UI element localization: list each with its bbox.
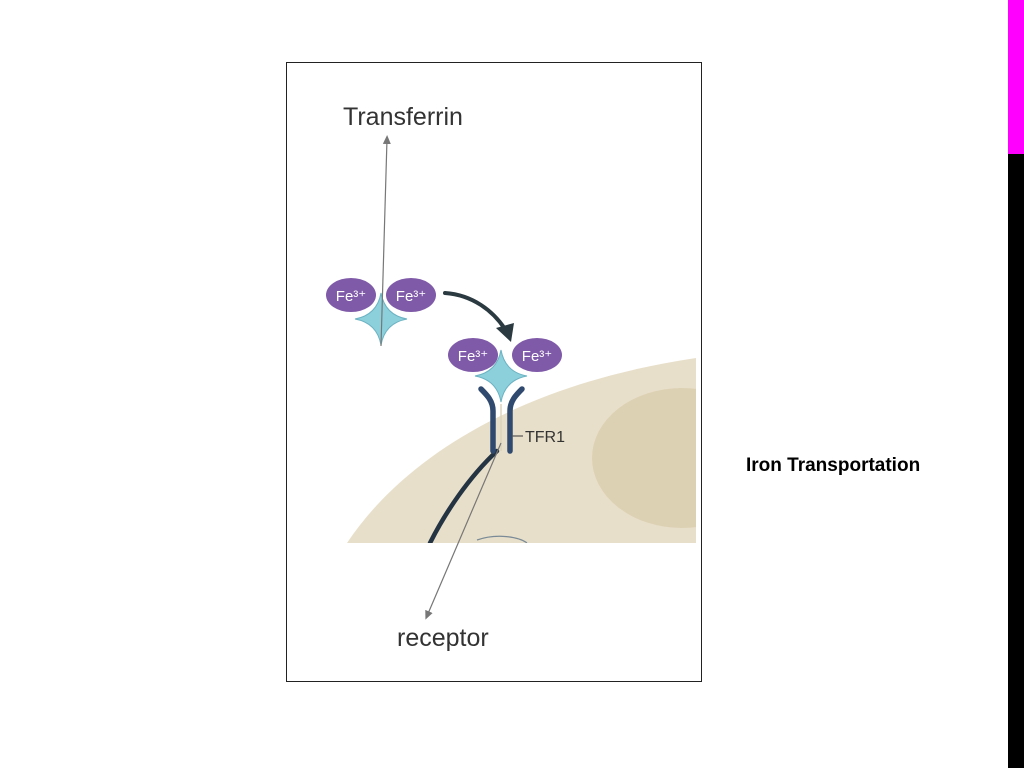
figure-frame: Fe³⁺ Fe³⁺ Fe³⁺ Fe³⁺ (286, 62, 702, 682)
free-transferrin-complex: Fe³⁺ Fe³⁺ (326, 278, 436, 346)
iron-ion (386, 278, 436, 312)
receptor-label: receptor (397, 624, 489, 652)
membrane-line (476, 535, 528, 543)
edge-bar (1008, 0, 1024, 768)
nucleus (592, 388, 696, 528)
transferrin-label: Transferrin (343, 103, 463, 131)
endosome-path (427, 448, 500, 543)
receptor-pointer (425, 442, 502, 620)
iron-ion-label: Fe³⁺ (458, 348, 488, 365)
iron-ion (512, 338, 562, 372)
iron-transport-diagram: Fe³⁺ Fe³⁺ Fe³⁺ Fe³⁺ (326, 103, 696, 652)
iron-ion-label: Fe³⁺ (522, 348, 552, 365)
dark-bar (1008, 154, 1024, 768)
iron-ion-label: Fe³⁺ (396, 288, 426, 305)
binding-arrow (443, 291, 514, 342)
transferrin-pointer (380, 135, 391, 347)
tfr1-label: TFR1 (525, 429, 565, 446)
accent-bar (1008, 0, 1024, 154)
bound-transferrin-complex: Fe³⁺ Fe³⁺ (448, 338, 562, 403)
iron-ion-label: Fe³⁺ (336, 288, 366, 305)
transferrin-core (474, 349, 528, 403)
iron-ion (326, 278, 376, 312)
slide-caption: Iron Transportation (746, 455, 921, 476)
iron-ion (448, 338, 498, 372)
